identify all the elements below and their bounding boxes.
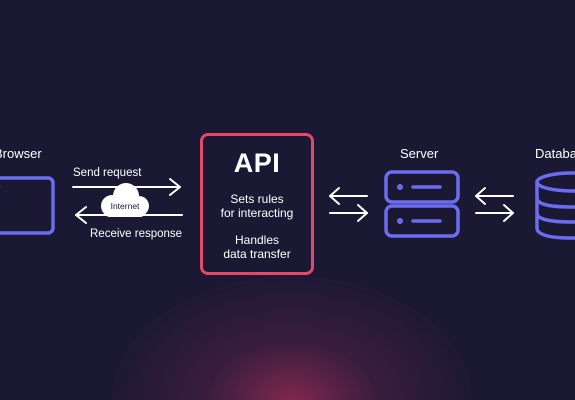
server-icon (384, 170, 460, 238)
api-rules-line-1: Sets rules (230, 192, 284, 206)
database-label: Database (535, 146, 575, 161)
browser-label: Browser (0, 146, 42, 161)
internet-label: Internet (110, 201, 140, 211)
api-box: API Sets rules for interacting Handles d… (200, 133, 314, 275)
database-icon (535, 171, 575, 240)
api-server-arrows (329, 187, 368, 222)
server-database-arrows (475, 187, 514, 222)
receive-response-label: Receive response (90, 228, 183, 240)
api-handles-line-2: data transfer (223, 247, 291, 261)
internet-cloud-icon (101, 183, 149, 217)
api-handles-line-1: Handles (234, 233, 280, 247)
server-label: Server (400, 146, 439, 161)
browser-icon (0, 176, 55, 235)
api-rules-line-2: for interacting (220, 206, 294, 220)
api-title: API (233, 148, 281, 178)
send-request-label: Send request (73, 167, 142, 179)
